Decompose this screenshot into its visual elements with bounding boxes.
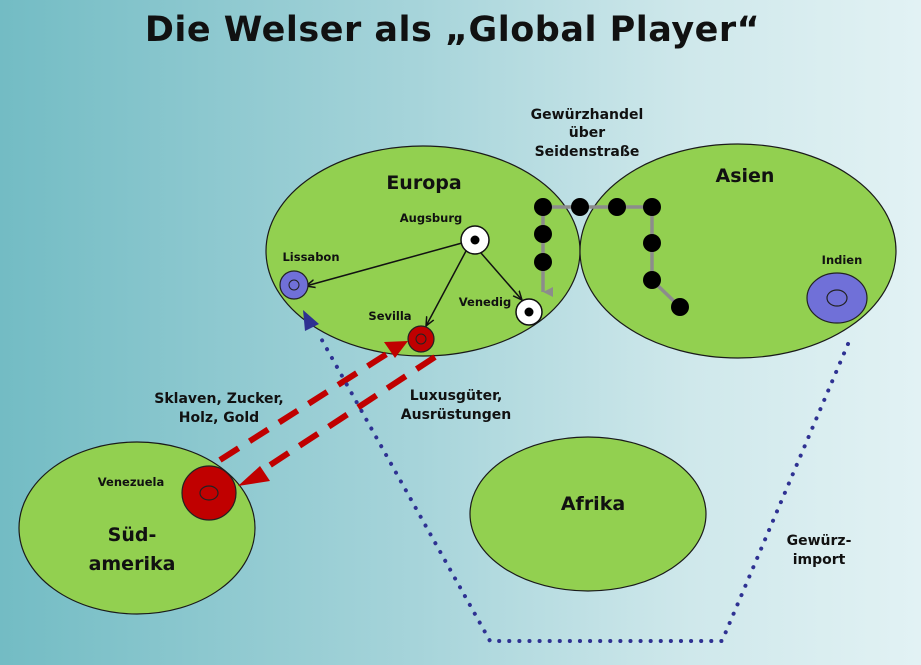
route-dot	[643, 234, 661, 252]
label-venedig: Venedig	[459, 295, 511, 309]
continent-africa	[469, 436, 707, 592]
label-suedamerika-2: amerika	[89, 553, 176, 575]
spice-import-route	[303, 310, 850, 643]
label-lissabon: Lissabon	[282, 250, 339, 264]
augsburg-routes	[306, 242, 522, 326]
city-augsburg	[460, 225, 490, 255]
route-dot	[608, 198, 626, 216]
note-silk-road-1: Gewürzhandel	[531, 107, 644, 123]
note-import-2: Holz, Gold	[179, 410, 259, 426]
route-dot	[571, 198, 589, 216]
city-indien	[806, 272, 868, 324]
note-export-1: Luxusgüter,	[410, 388, 503, 404]
page-title: Die Welser als „Global Player“	[144, 10, 761, 50]
label-indien: Indien	[822, 253, 863, 267]
note-import-1: Sklaven, Zucker,	[154, 391, 283, 407]
label-asien: Asien	[716, 165, 775, 187]
route-dot	[643, 271, 661, 289]
city-venedig	[515, 298, 543, 326]
label-europa: Europa	[386, 172, 461, 194]
route-dot	[534, 198, 552, 216]
label-suedamerika-1: Süd-	[108, 524, 157, 546]
route-dot	[534, 225, 552, 243]
silk-road-route	[534, 198, 689, 316]
red-trade-routes	[218, 341, 437, 486]
route-dot	[643, 198, 661, 216]
note-spice-2: import	[793, 552, 846, 568]
label-sevilla: Sevilla	[368, 309, 411, 323]
label-augsburg: Augsburg	[400, 211, 463, 225]
route-dot	[534, 253, 552, 271]
note-silk-road-2: über	[569, 125, 605, 141]
city-lissabon	[279, 270, 309, 300]
note-silk-road-3: Seidenstraße	[535, 144, 640, 160]
label-venezuela: Venezuela	[98, 475, 164, 489]
note-spice-1: Gewürz-	[787, 533, 852, 549]
label-afrika: Afrika	[561, 493, 625, 515]
route-dot	[671, 298, 689, 316]
note-export-2: Ausrüstungen	[401, 407, 511, 423]
city-venezuela	[181, 465, 237, 521]
city-sevilla	[407, 325, 435, 353]
